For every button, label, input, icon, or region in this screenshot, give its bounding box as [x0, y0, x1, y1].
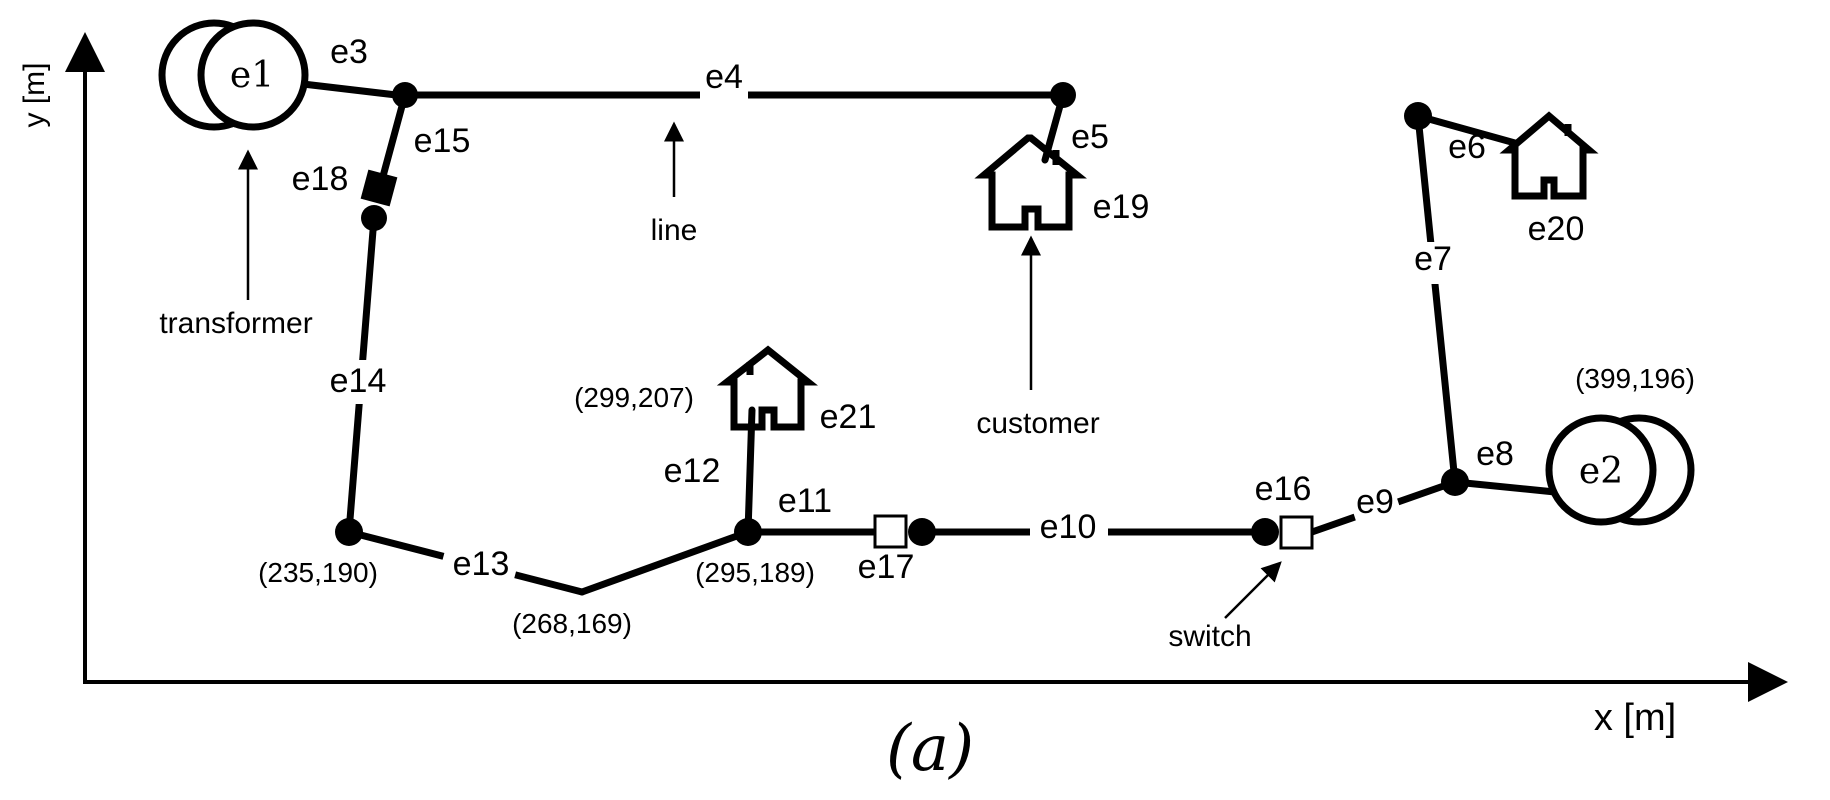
- coord-235-190: (235,190): [258, 557, 378, 588]
- node: [335, 518, 363, 546]
- node: [1050, 82, 1076, 108]
- label-e19: e19: [1093, 188, 1150, 226]
- node: [1441, 468, 1469, 496]
- label-e21: e21: [820, 398, 877, 436]
- transformer-e1: e1: [158, 19, 309, 131]
- coord-299-207: (299,207): [574, 382, 694, 413]
- label-e14: e14: [330, 362, 387, 400]
- switches: [360, 169, 1314, 550]
- house-e19-icon: [974, 134, 1087, 231]
- label-e5: e5: [1071, 118, 1109, 156]
- coordinate-labels: (235,190) (268,169) (295,189) (299,207) …: [258, 363, 1695, 639]
- line-e15: [378, 91, 409, 184]
- edge-labels: e3 e4 e5 e6 e7 e8 e9 e10 e11 e12 e13 e14…: [292, 33, 1585, 592]
- switch-e17: [873, 514, 908, 549]
- annotation-line: line: [651, 214, 698, 247]
- label-e6: e6: [1448, 128, 1486, 166]
- label-e12: e12: [664, 452, 721, 490]
- svg-text:e1: e1: [230, 55, 274, 96]
- label-e18: e18: [292, 160, 349, 198]
- label-e15: e15: [414, 122, 471, 160]
- annotation-transformer: transformer: [159, 307, 312, 340]
- label-e9: e9: [1356, 483, 1394, 521]
- coord-399-196: (399,196): [1575, 363, 1695, 394]
- label-e8: e8: [1476, 435, 1514, 473]
- transformer-e2: e2: [1545, 414, 1695, 526]
- line-e7: [1414, 112, 1459, 486]
- node: [392, 82, 418, 108]
- arrow-switch: [1224, 561, 1282, 619]
- house-e21-icon: [716, 345, 818, 431]
- label-e7: e7: [1414, 240, 1452, 278]
- annotation-arrows: [238, 121, 1282, 619]
- label-e4: e4: [705, 58, 743, 96]
- annotation-switch: switch: [1168, 620, 1251, 653]
- coord-295-189: (295,189): [695, 557, 815, 588]
- label-e17: e17: [858, 548, 915, 586]
- node: [908, 518, 936, 546]
- label-e16: e16: [1255, 470, 1312, 508]
- nodes: [335, 82, 1469, 546]
- node: [1251, 518, 1279, 546]
- node: [361, 205, 387, 231]
- node: [1404, 102, 1432, 130]
- caption: (a): [886, 712, 974, 786]
- line-e13b: [578, 528, 752, 596]
- line-e8: [1451, 478, 1559, 496]
- switch-e16: [1279, 515, 1314, 550]
- y-axis-label: y [m]: [18, 63, 51, 128]
- x-axis-label: x [m]: [1594, 697, 1676, 739]
- house-e20-icon: [1499, 111, 1599, 200]
- label-e20: e20: [1528, 210, 1585, 248]
- label-e10: e10: [1040, 508, 1097, 546]
- label-e3: e3: [330, 33, 368, 71]
- label-e11: e11: [778, 482, 832, 520]
- switch-e18: [360, 169, 398, 207]
- line-e6: [1414, 112, 1519, 147]
- svg-text:e2: e2: [1579, 451, 1623, 492]
- coord-268-169: (268,169): [512, 608, 632, 639]
- axes: y [m] x [m]: [18, 32, 1788, 739]
- label-e13: e13: [453, 545, 510, 583]
- line-e3: [299, 80, 409, 100]
- node: [734, 518, 762, 546]
- annotation-customer: customer: [976, 407, 1099, 440]
